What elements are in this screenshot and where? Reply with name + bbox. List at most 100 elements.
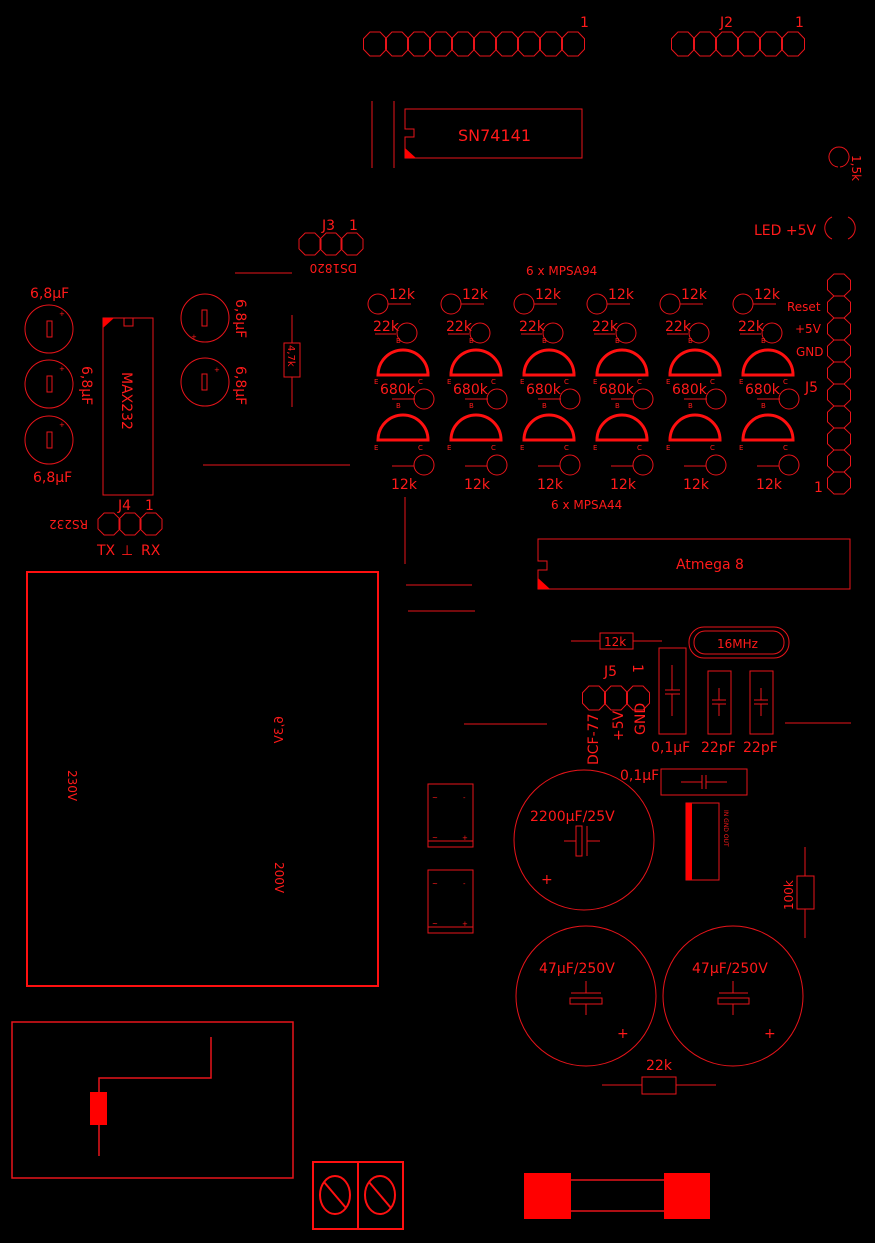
j5-dcf-gnd: GND (633, 703, 649, 735)
r-bottom-label: 12k (683, 477, 710, 493)
transistor-mpsa94 (522, 348, 576, 377)
header-pin (827, 383, 851, 407)
tx-label: TX (96, 543, 116, 559)
svg-text:+: + (764, 1026, 776, 1042)
mpsa44-title: 6 x MPSA44 (551, 498, 622, 512)
terminal-block[interactable] (312, 1161, 404, 1230)
pin-c-label: C (637, 444, 642, 452)
cap-0u1-a-label: 0,1µF (651, 740, 690, 756)
pin-b-label: B (761, 402, 766, 410)
pin-b-label: B (542, 402, 547, 410)
cap-22p-a-label: 22pF (701, 740, 736, 756)
cap-6u8-5: + 6,8µF (180, 357, 248, 407)
r-bottom-label: 12k (391, 477, 418, 493)
resistor-pad (486, 388, 508, 410)
header-pin (626, 685, 650, 711)
header-pin (737, 31, 761, 57)
rs232-label: RS232 (49, 517, 88, 531)
svg-text:+: + (617, 1026, 629, 1042)
header-pin (582, 685, 606, 711)
resistor-pad (778, 388, 800, 410)
pin-b-label: B (761, 337, 766, 345)
resistor-pad (413, 454, 435, 476)
pin-c-label: C (491, 444, 496, 452)
pin-b-label: B (469, 337, 474, 345)
resistor-pad (632, 388, 654, 410)
pin-e-label: E (447, 378, 451, 386)
r-top-label: 12k (535, 287, 562, 303)
header-pin (340, 232, 364, 256)
transistor-mpsa44 (668, 413, 722, 442)
r-top-label: 12k (608, 287, 635, 303)
mpsa94-title: 6 x MPSA94 (526, 264, 597, 278)
header-pin (429, 31, 453, 57)
j4-connector (97, 512, 163, 536)
transistor-mpsa94 (668, 348, 722, 377)
r-low-label: 680k (599, 382, 635, 398)
rx-label: RX (141, 543, 161, 559)
transistor-mpsa44 (522, 413, 576, 442)
transistor-mpsa94 (376, 348, 430, 377)
led: LED +5V (754, 216, 856, 240)
j3-connector (298, 232, 364, 256)
header-pin (827, 449, 851, 473)
r-22k-bottom-label: 22k (646, 1058, 673, 1074)
resistor-pad (469, 322, 491, 344)
j5-right-pin1: 1 (814, 480, 823, 496)
r-low-label: 680k (453, 382, 489, 398)
header-pin (827, 317, 851, 341)
svg-text:+: + (191, 333, 197, 341)
regulator-pins: IN GND OUT (722, 810, 729, 847)
header-pin (827, 295, 851, 319)
pin-b-label: B (542, 337, 547, 345)
header-pin1-label: 1 (580, 15, 589, 31)
pin-b-label: B (615, 337, 620, 345)
sn74141-label: SN74141 (458, 126, 531, 145)
header-pin (139, 512, 163, 536)
transformer-primary: 230V (65, 770, 79, 802)
pin-e-label: E (666, 444, 670, 452)
j2-connector (671, 31, 805, 57)
resistor-pad (559, 454, 581, 476)
r-top-label: 12k (681, 287, 708, 303)
resistor-pad (413, 388, 435, 410)
header-pin (451, 31, 475, 57)
crystal-16mhz: 16MHz (688, 626, 790, 659)
cap-2200u-label: 2200µF/25V (530, 809, 615, 825)
pin-c-label: C (783, 444, 788, 452)
header-pin (604, 685, 628, 711)
r-low-label: 680k (672, 382, 708, 398)
j4-pin1-label: 1 (145, 498, 154, 514)
r-mid-label: 22k (665, 319, 692, 335)
r-bottom-label: 12k (464, 477, 491, 493)
r-low-label: 680k (526, 382, 562, 398)
svg-text:~: ~ (432, 794, 438, 802)
j5-right-label: J5 (804, 380, 818, 396)
cap-2200u: 2200µF/25V + (513, 769, 655, 911)
resistor-pad (688, 322, 710, 344)
header-pin (407, 31, 431, 57)
resistor-pad (396, 322, 418, 344)
transformer: 230V 6,3V 200V (26, 571, 379, 987)
cap-0u1-b-label: 0,1µF (620, 768, 659, 784)
header-pin (693, 31, 717, 57)
pin-e-label: E (520, 444, 524, 452)
cap-6u8-4-label: 6,8µF (232, 299, 248, 338)
svg-text:+: + (59, 421, 65, 429)
r-bottom-label: 12k (756, 477, 783, 493)
header-pin (715, 31, 739, 57)
pin-c-label: C (418, 378, 423, 386)
pin-b-label: B (615, 402, 620, 410)
svg-text:+: + (59, 310, 65, 318)
transistor-mpsa94 (595, 348, 649, 377)
led-label: LED +5V (754, 223, 817, 239)
j5-dcf-pin1: 1 (629, 664, 645, 673)
pin-c-label: C (637, 378, 642, 386)
pin-e-label: E (593, 444, 597, 452)
svg-text:-: - (463, 880, 466, 888)
cap-22p-b-label: 22pF (743, 740, 778, 756)
